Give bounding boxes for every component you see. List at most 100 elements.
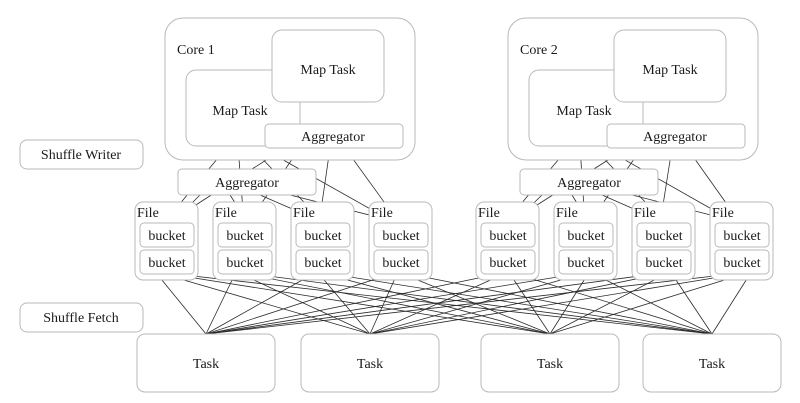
core-1-file-2: File bucket bucket: [212, 201, 277, 281]
fetch-arrow: [369, 273, 661, 335]
svg-text:bucket: bucket: [226, 229, 263, 244]
fetch-arrow: [324, 273, 551, 335]
bucket: [139, 249, 195, 275]
svg-text:bucket: bucket: [645, 229, 682, 244]
bucket: [714, 249, 770, 275]
svg-text:bucket: bucket: [723, 229, 760, 244]
fetch-arrow: [205, 273, 577, 335]
core-1-label: Core 1: [177, 43, 215, 58]
core-1-file-1: File bucket bucket: [134, 201, 199, 281]
bucket: [295, 249, 351, 275]
core-1-inner-aggregator: [264, 123, 404, 149]
svg-text:bucket: bucket: [304, 229, 341, 244]
bucket: [217, 222, 273, 248]
bucket: [558, 249, 614, 275]
fetch-arrow: [549, 273, 667, 335]
svg-text:Task: Task: [357, 357, 383, 372]
fetch-arrow: [246, 273, 551, 335]
core-2-map-task-front-label: Map Task: [642, 63, 697, 78]
fetch-task-3: Task: [480, 333, 620, 393]
svg-text:File: File: [215, 206, 237, 221]
core-2-map-task-front: [613, 29, 727, 103]
stage-shuffle-writer: Shuffle Writer: [19, 139, 144, 170]
core-2-label: Core 2: [520, 43, 558, 58]
fetch-arrow: [162, 273, 371, 335]
core-1-inner-aggregator-label: Aggregator: [301, 130, 365, 145]
fetch-arrow: [549, 273, 745, 335]
fetch-arrow: [205, 272, 655, 335]
svg-text:File: File: [634, 206, 656, 221]
svg-text:File: File: [712, 206, 734, 221]
fetch-task-1: Task: [136, 333, 276, 393]
bucket: [480, 249, 536, 275]
core-2-inner-aggregator: [606, 123, 746, 149]
bucket: [714, 222, 770, 248]
fetch-arrow: [205, 272, 733, 335]
fetch-arrow: [174, 272, 713, 335]
core-1: Core 1 Map Task Map Task Aggregator Aggr…: [164, 17, 416, 196]
core-2-map-task-back-label: Map Task: [556, 104, 611, 119]
core-1-file-4: File bucket bucket: [368, 201, 433, 281]
svg-text:File: File: [137, 206, 159, 221]
svg-text:bucket: bucket: [382, 229, 419, 244]
fetch-task-4: Task: [642, 333, 782, 393]
bucket: [217, 249, 273, 275]
fetch-arrow: [168, 273, 551, 335]
fetch-arrow: [330, 273, 713, 335]
bucket: [373, 249, 429, 275]
core-2-file-1: File bucket bucket: [475, 201, 540, 281]
fetch-arrow: [711, 273, 751, 335]
core-1-map-task-back-label: Map Task: [212, 104, 267, 119]
bucket: [558, 222, 614, 248]
bucket: [480, 222, 536, 248]
svg-text:bucket: bucket: [489, 256, 526, 271]
fetch-arrow: [252, 272, 713, 335]
bucket: [139, 222, 195, 248]
core-1-file-3: File bucket bucket: [290, 201, 355, 281]
svg-text:bucket: bucket: [567, 229, 604, 244]
svg-text:bucket: bucket: [382, 256, 419, 271]
core-2-outer-aggregator-label: Aggregator: [557, 176, 621, 191]
core-2-file-2: File bucket bucket: [553, 201, 618, 281]
fetch-arrow: [671, 273, 713, 335]
fetch-arrow: [205, 273, 392, 335]
svg-text:Task: Task: [193, 357, 219, 372]
svg-text:bucket: bucket: [723, 256, 760, 271]
fetch-arrow: [205, 273, 236, 335]
fetch-arrow: [515, 273, 713, 335]
core-2-outer-aggregator: [519, 168, 659, 196]
bucket: [636, 222, 692, 248]
svg-text:bucket: bucket: [148, 256, 185, 271]
svg-text:Task: Task: [699, 357, 725, 372]
stage-shuffle-fetch: Shuffle Fetch: [19, 302, 144, 333]
fetch-arrow: [369, 273, 739, 335]
svg-text:bucket: bucket: [567, 256, 604, 271]
core-2: Core 2 Map Task Map Task Aggregator Aggr…: [507, 17, 759, 196]
fetch-arrow: [408, 273, 713, 335]
fetch-arrow: [593, 273, 713, 335]
bucket: [295, 222, 351, 248]
core-1-outer-aggregator-label: Aggregator: [215, 176, 279, 191]
core-1-map-task-front-label: Map Task: [300, 63, 355, 78]
svg-text:Task: Task: [537, 357, 563, 372]
core-1-map-task-front: [271, 29, 385, 103]
bucket: [373, 222, 429, 248]
fetch-task-2: Task: [300, 333, 440, 393]
svg-text:Shuffle Writer: Shuffle Writer: [41, 148, 122, 163]
fetch-arrow: [549, 273, 589, 335]
fetch-arrow: [205, 273, 314, 335]
fetch-arrow: [156, 273, 207, 335]
svg-text:File: File: [371, 206, 393, 221]
fetch-arrow: [205, 273, 499, 335]
core-2-file-4: File bucket bucket: [709, 201, 774, 281]
svg-text:bucket: bucket: [489, 229, 526, 244]
svg-text:Shuffle Fetch: Shuffle Fetch: [43, 311, 119, 326]
fetch-arrow: [509, 273, 551, 335]
core-2-inner-aggregator-label: Aggregator: [643, 130, 707, 145]
bucket: [636, 249, 692, 275]
core-1-outer-aggregator: [177, 168, 317, 196]
core-2-file-3: File bucket bucket: [631, 201, 696, 281]
svg-text:bucket: bucket: [148, 229, 185, 244]
svg-text:bucket: bucket: [226, 256, 263, 271]
